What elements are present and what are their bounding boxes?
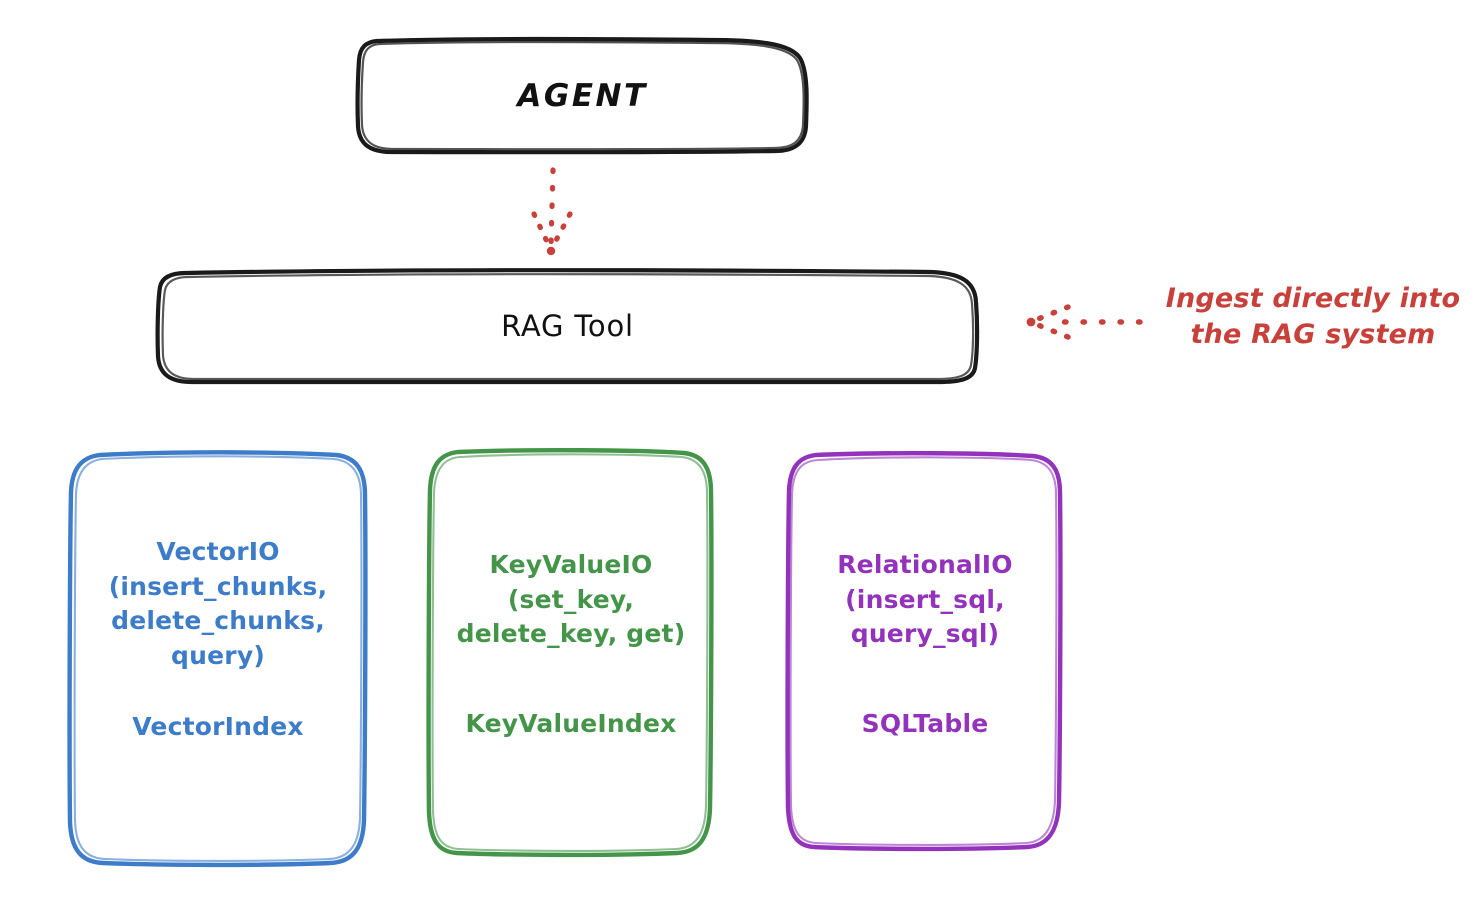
edge-ingest-arrow bbox=[1026, 304, 1143, 340]
vector-io-label: VectorIO (insert_chunks, delete_chunks, … bbox=[108, 537, 328, 670]
vector-io-box[interactable] bbox=[67, 450, 368, 868]
sql-table-label: SQLTable bbox=[861, 709, 989, 738]
key-value-index-label: KeyValueIndex bbox=[465, 709, 677, 738]
relational-io-box[interactable] bbox=[785, 450, 1063, 852]
edge-agent-to-rag-tool bbox=[531, 167, 573, 256]
key-value-io-label: KeyValueIO (set_key, delete_key, get) bbox=[456, 550, 686, 648]
agent-box[interactable] bbox=[355, 36, 809, 155]
relational-io-label: RelationalIO (insert_sql, query_sql) bbox=[837, 550, 1013, 648]
ingest-annotation-label: Ingest directly into the RAG system bbox=[1165, 283, 1461, 351]
key-value-io-box[interactable] bbox=[426, 447, 714, 858]
rag-tool-box[interactable] bbox=[155, 268, 980, 386]
vector-index-label: VectorIndex bbox=[132, 712, 304, 741]
